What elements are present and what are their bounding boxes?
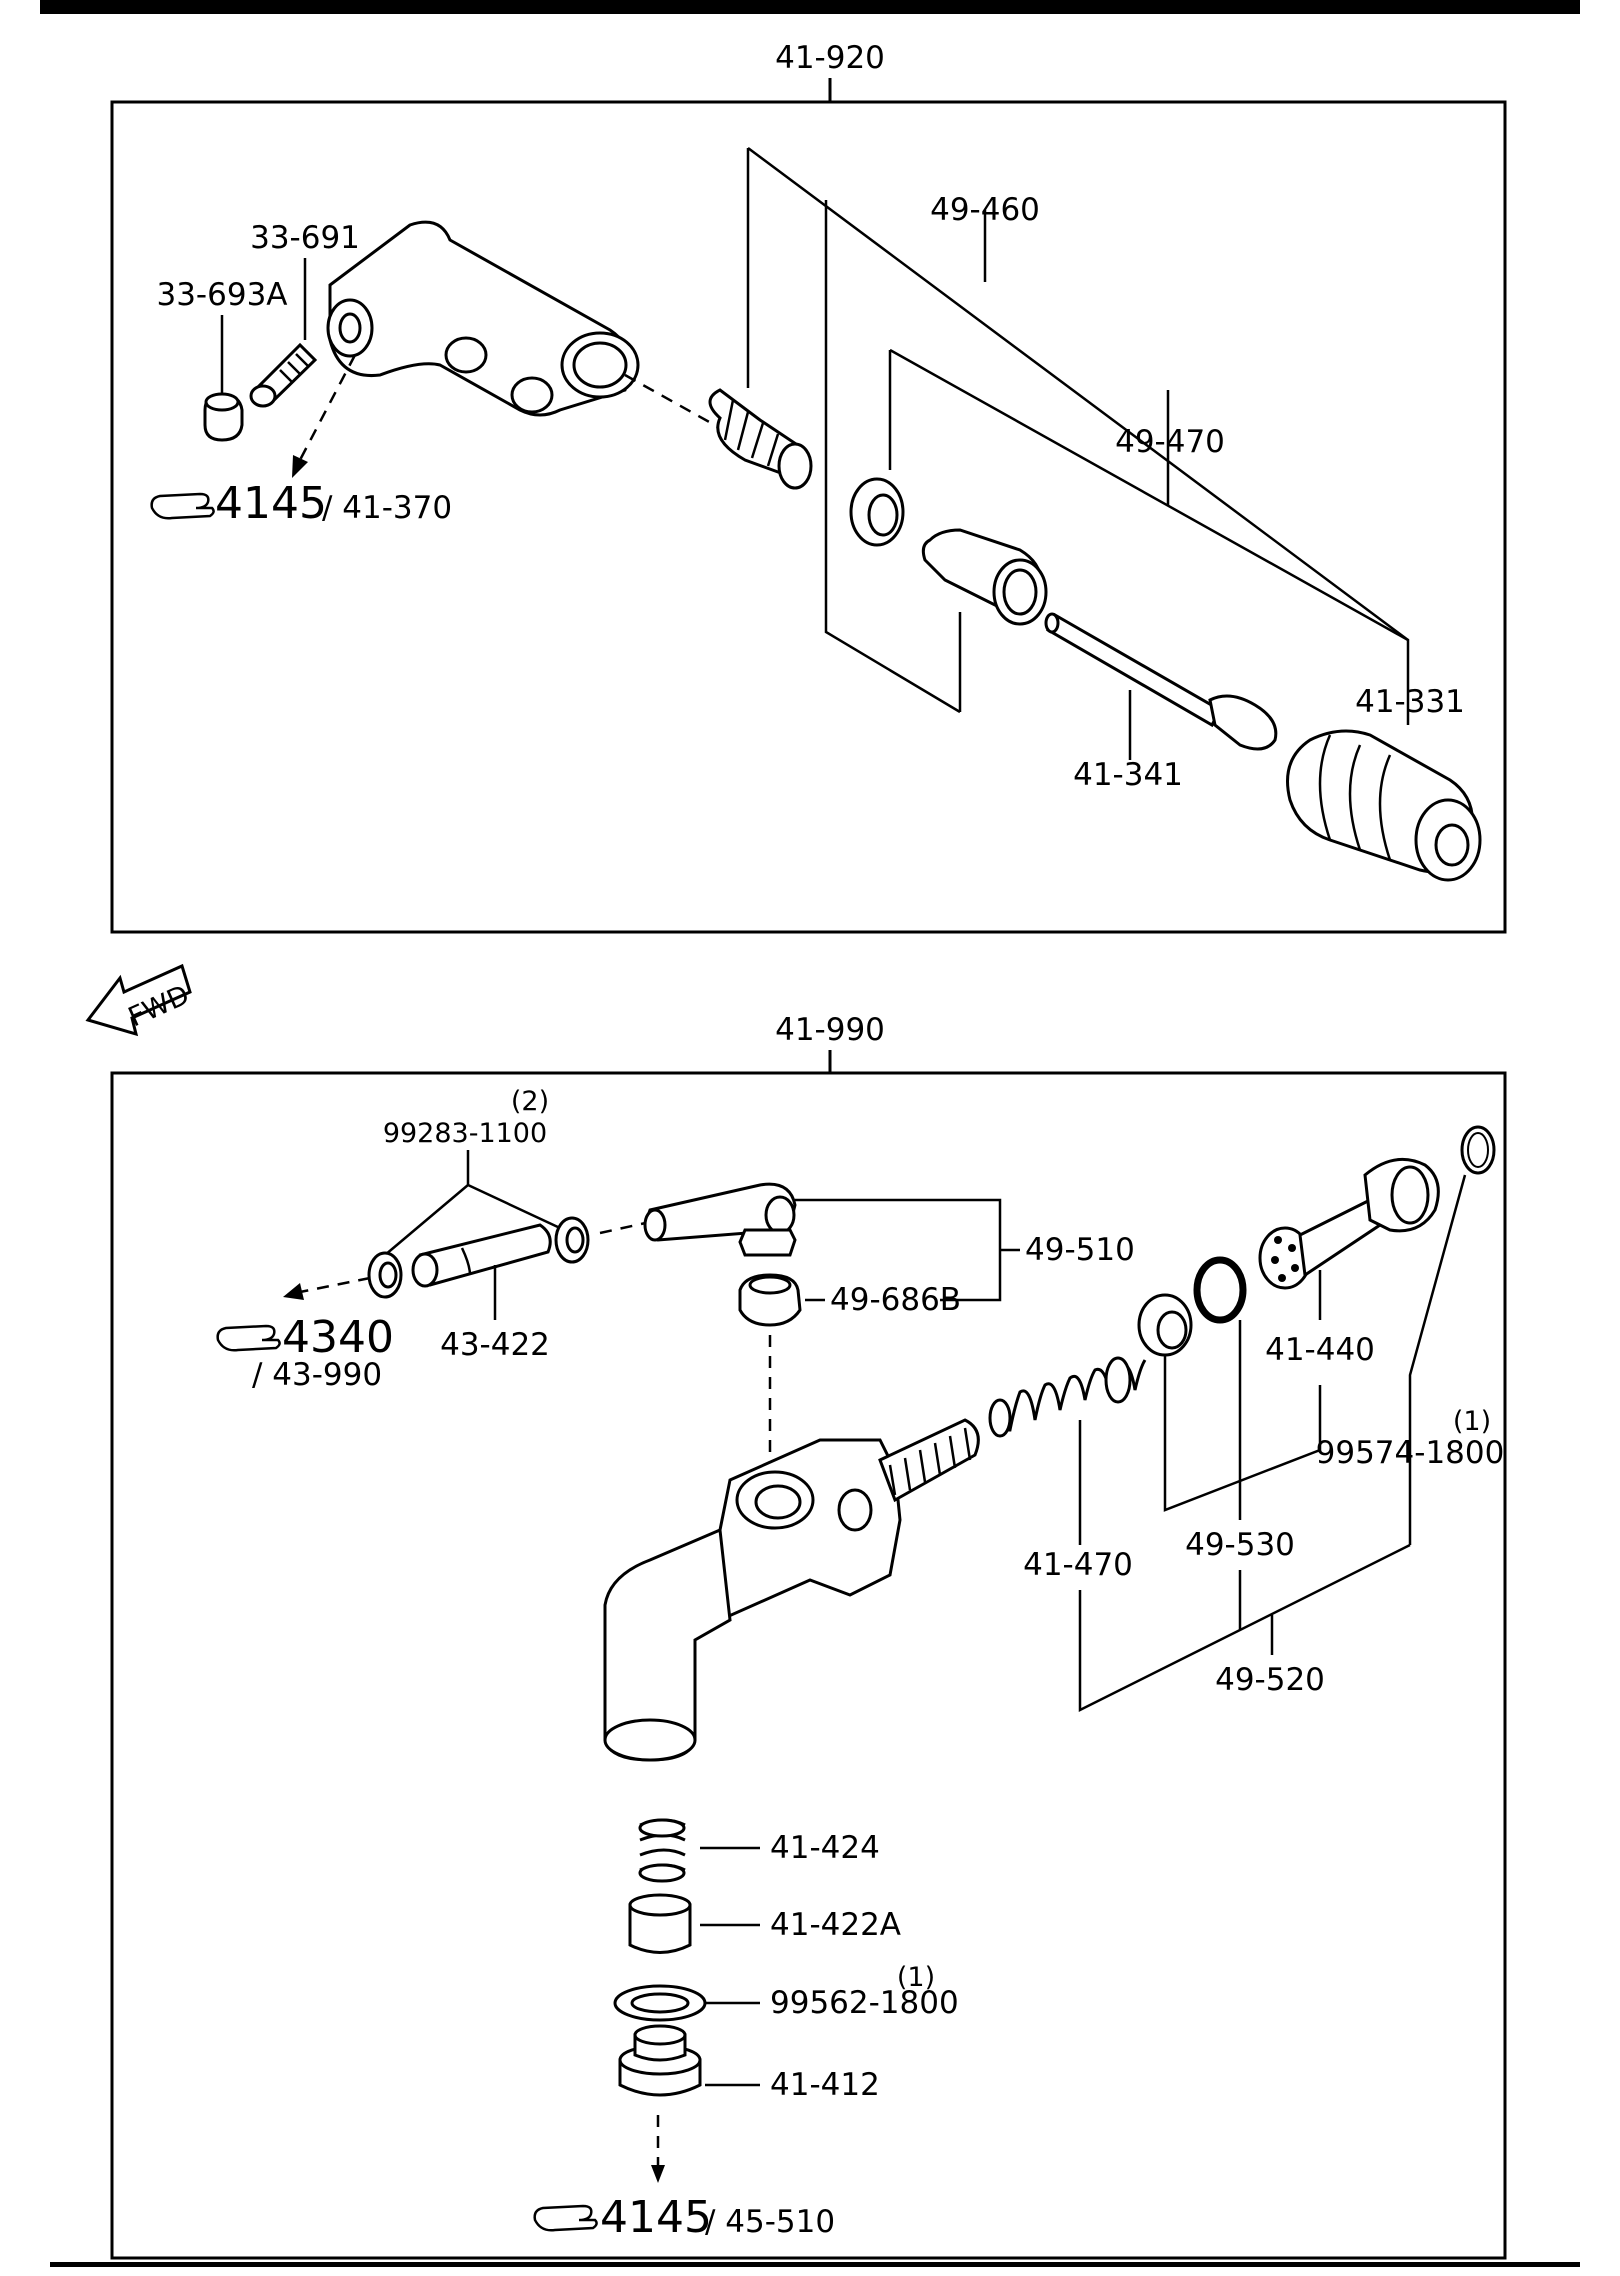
ref-4145-bottom: 4145 [600,2192,712,2243]
cup-seal [849,477,905,547]
check-valve-spring [638,1818,686,1883]
label-41-470: 41-470 [1023,1547,1133,1583]
label-49-530: 49-530 [1185,1527,1295,1563]
push-rod [1044,612,1278,751]
bleeder-cap [203,392,244,442]
outlet-plug [618,2024,702,2097]
label-43-422: 43-422 [440,1327,550,1363]
label-49-520: 49-520 [1215,1662,1325,1698]
ref-arrow-top [292,455,308,478]
bracket-49-520 [1078,1543,1411,1713]
slave-cylinder-body [326,220,640,417]
axis-dashed-top [624,373,721,430]
primary-cup [1137,1293,1193,1357]
ref-arrow-hose [283,1283,304,1300]
label-99574-qty: (1) [1453,1406,1491,1437]
check-valve-sleeve [628,1893,692,1954]
label-33-693a: 33-693A [156,277,287,313]
small-boot [708,388,813,490]
leader-99574 [1408,1174,1467,1545]
bracket-49-470-diag [889,348,1410,690]
piston-assembly [1258,1157,1440,1290]
bleeder-screw [249,342,318,408]
fitting-nut [738,1228,797,1257]
bottom-rule [50,2262,1580,2267]
leader-99283 [384,1150,561,1256]
master-cylinder-body [603,1418,980,1762]
ref-dashed-line-hose [299,1276,371,1294]
label-41-341: 41-341 [1073,757,1183,793]
ref-43-990: / 43-990 [252,1357,382,1393]
label-33-691: 33-691 [250,220,360,256]
label-41-422a: 41-422A [770,1907,901,1943]
label-49-686b: 49-686B [830,1282,961,1318]
top-assembly-label: 41-920 [775,40,885,76]
label-41-412: 41-412 [770,2067,880,2103]
label-99283-1100: 99283-1100 [383,1118,547,1149]
ref-arrow-bottom [651,2165,665,2183]
return-spring [988,1356,1147,1438]
bracket-49-530 [1163,1355,1322,1512]
bottom-panel-frame [110,1071,1507,2260]
label-49-510: 49-510 [1025,1232,1135,1268]
fwd-arrow-icon: FWD [85,963,194,1037]
hose [411,1223,552,1288]
piston [921,528,1048,626]
ref-45-510: / 45-510 [705,2204,835,2240]
hose-clamp-right [554,1216,590,1264]
hand-pointer-icon [150,492,215,520]
union-bolt [738,1273,802,1327]
ref-dashed-line-top [298,354,357,461]
o-ring [1193,1256,1247,1324]
ref-41-370: / 41-370 [322,490,452,526]
label-41-440: 41-440 [1265,1332,1375,1368]
elbow-fitting [643,1182,797,1242]
ref-4145-top: 4145 [215,478,327,529]
label-49-460: 49-460 [930,192,1040,228]
label-99574-1800: 99574-1800 [1316,1435,1505,1471]
ref-4340: 4340 [282,1312,394,1363]
label-49-470: 49-470 [1115,424,1225,460]
axis-dashed-hose-fitting [599,1220,651,1235]
label-99562-qty: (1) [897,1962,935,1993]
top-panel-frame [110,100,1507,934]
bottom-assembly-label: 41-990 [775,1012,885,1048]
large-boot [1286,729,1482,882]
label-99283-qty: (2) [511,1086,549,1117]
top-rule [40,0,1580,14]
label-41-424: 41-424 [770,1830,880,1866]
hose-clamp-left [367,1251,403,1299]
hand-pointer-icon-3 [533,2204,598,2232]
bracket-49-460-diag [747,146,1409,642]
hand-pointer-icon-2 [216,1324,281,1352]
bracket-49-460-inner [824,200,961,714]
label-99562-1800: 99562-1800 [770,1985,959,2021]
snap-ring [1460,1125,1496,1175]
label-41-331: 41-331 [1355,684,1465,720]
gasket-99562 [613,1984,707,2022]
